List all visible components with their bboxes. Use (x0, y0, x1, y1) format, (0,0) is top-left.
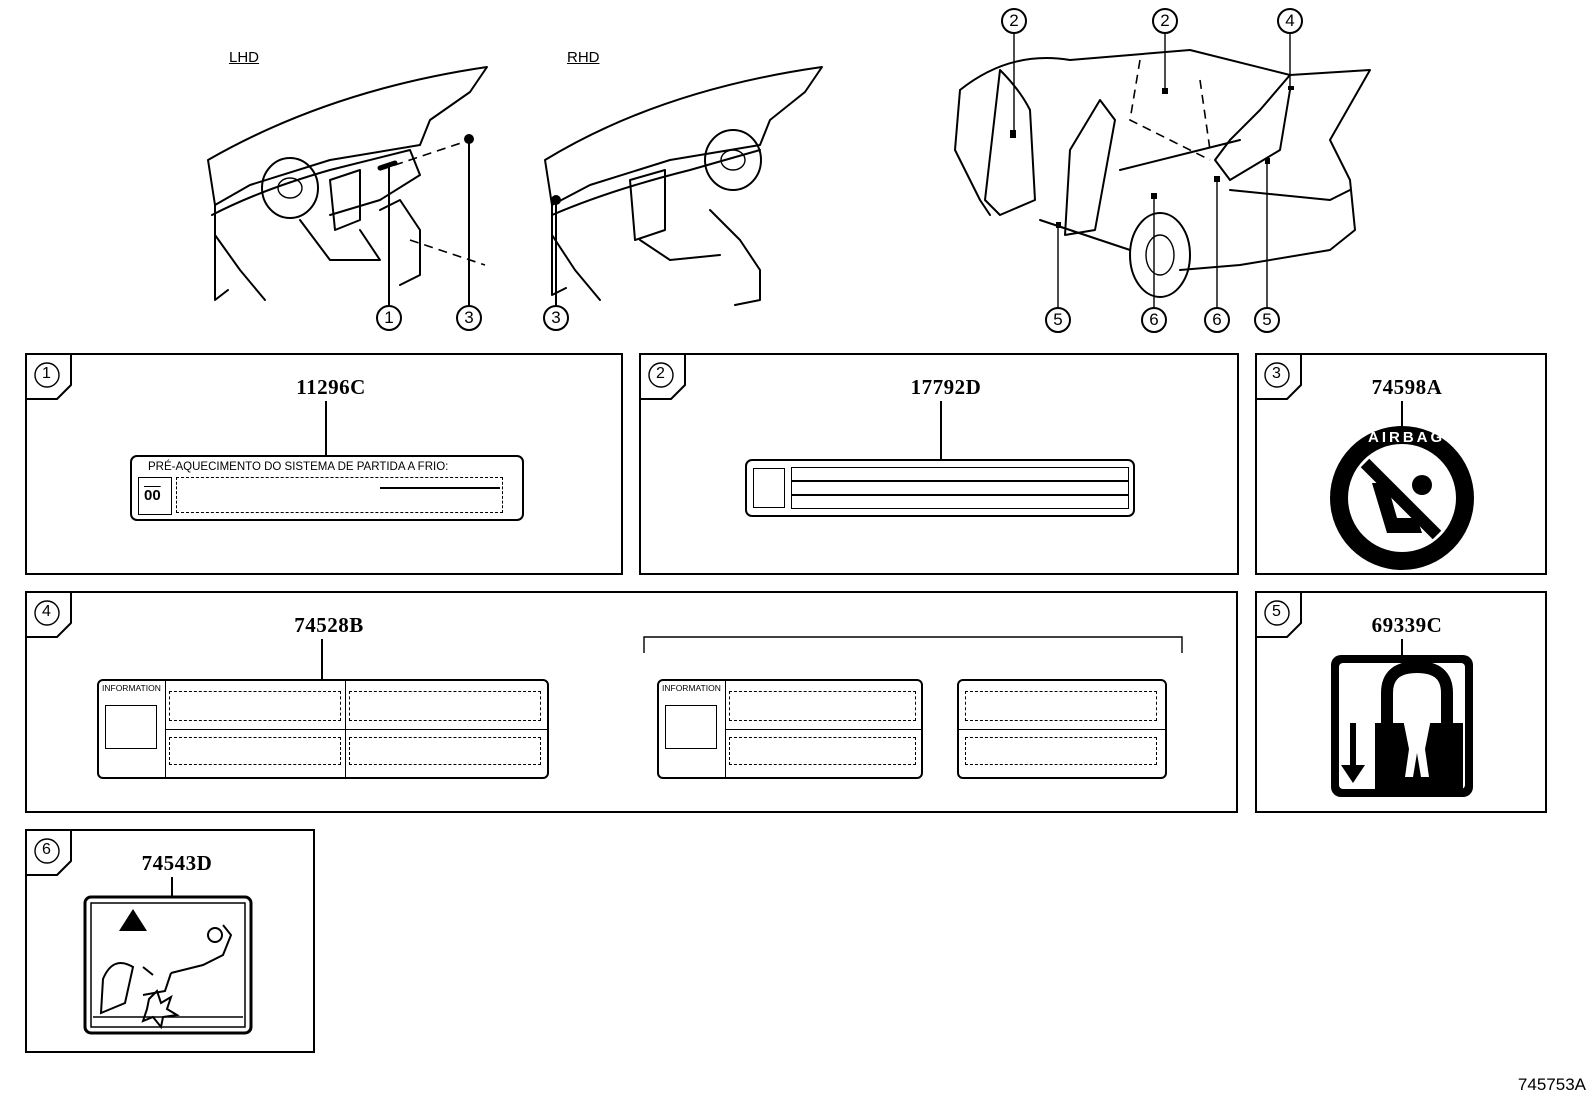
leader-line (1401, 639, 1403, 655)
leader-line (171, 877, 173, 897)
panel-number: 6 (42, 841, 51, 858)
panel-number-tab (26, 592, 72, 638)
panel-number: 1 (42, 365, 51, 382)
callout-3-rhd: 3 (543, 305, 569, 331)
panel-number: 3 (1272, 365, 1281, 382)
panel-4: 4 74528B INFORMATION INFORMATION (25, 591, 1238, 813)
panel-6: 6 74543D (25, 829, 315, 1053)
rhd-label: RHD (567, 49, 600, 66)
panel-number: 4 (42, 603, 51, 620)
callout-6-left: 6 (1141, 307, 1167, 333)
panel-3: 3 74598A AIRBAG (1255, 353, 1547, 575)
airbag-warning-icon (83, 895, 253, 1035)
part-number: 17792D (910, 375, 982, 399)
panel-1: 1 11296C PRÉ-AQUECIMENTO DO SISTEMA DE P… (25, 353, 623, 575)
callout-2-front-door: 2 (1001, 8, 1027, 34)
part-number: 74543D (141, 851, 213, 875)
split-bracket (643, 636, 1183, 653)
panel-number: 2 (656, 365, 665, 382)
info-label-split-right (957, 679, 1167, 779)
part-number: 11296C (296, 375, 366, 399)
door-icon (753, 468, 785, 508)
panel-2: 2 17792D (639, 353, 1239, 575)
callout-4-back-door: 4 (1277, 8, 1303, 34)
info-label-split-left: INFORMATION (657, 679, 923, 779)
panel-number: 5 (1272, 603, 1281, 620)
info-label-combined: INFORMATION (97, 679, 549, 779)
airbag-text: AIRBAG (1368, 429, 1446, 446)
part-number: 69339C (1371, 613, 1443, 637)
illustration-code: 745753A (1517, 1075, 1586, 1094)
part-number: 74598A (1371, 375, 1443, 399)
panel-number-tab (640, 354, 686, 400)
door-label-drawing (745, 459, 1135, 517)
leader-line (940, 401, 942, 459)
preheat-label-drawing: PRÉ-AQUECIMENTO DO SISTEMA DE PARTIDA A … (130, 455, 524, 521)
callout-3-lhd: 3 (456, 305, 482, 331)
callout-6-right: 6 (1204, 307, 1230, 333)
label-heading: PRÉ-AQUECIMENTO DO SISTEMA DE PARTIDA A … (148, 461, 449, 473)
callout-1-lhd: 1 (376, 305, 402, 331)
panel-number-tab (1256, 354, 1302, 400)
leader-line (325, 401, 327, 455)
part-number: 74528B (294, 613, 364, 637)
glow-plug-icon: 00 (138, 477, 172, 515)
leader-line (321, 639, 323, 679)
callout-2-rear-door: 2 (1152, 8, 1178, 34)
panel-number-tab (1256, 592, 1302, 638)
text-block (176, 477, 503, 513)
information-text: INFORMATION (662, 683, 721, 693)
lhd-label: LHD (229, 49, 260, 66)
callout-5-front: 5 (1045, 307, 1071, 333)
panel-number-tab (26, 830, 72, 876)
panel-number-tab (26, 354, 72, 400)
information-text: INFORMATION (102, 683, 161, 693)
child-lock-icon (1331, 655, 1473, 797)
panel-5: 5 69339C (1255, 591, 1547, 813)
callout-5-rear: 5 (1254, 307, 1280, 333)
no-airbag-child-seat-icon (1330, 426, 1474, 570)
leader-line (1401, 401, 1403, 427)
